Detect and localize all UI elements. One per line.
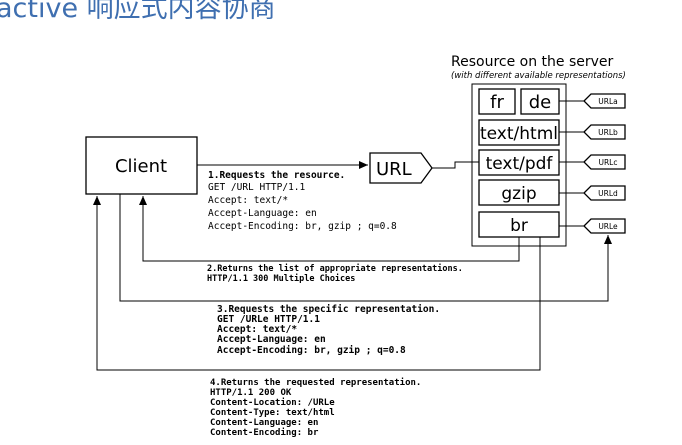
step4-line: HTTP/1.1 200 OK xyxy=(210,388,292,398)
url-to-resource-connector xyxy=(432,161,479,169)
step1-line: 1.Requests the resource. xyxy=(208,170,345,181)
step4-line: Content-Language: en xyxy=(210,418,318,428)
step3-line: GET /URLe HTTP/1.1 xyxy=(217,314,320,325)
representation-text-html-label: text/html xyxy=(480,124,558,144)
step1-line: Accept-Language: en xyxy=(208,208,317,219)
url-tag-b-label: URLb xyxy=(598,128,618,137)
representation-text-pdf: text/pdf xyxy=(478,149,560,176)
representation-text-pdf-label: text/pdf xyxy=(486,154,554,174)
representation-br: br xyxy=(478,211,560,238)
step2-line: 2.Returns the list of appropriate repres… xyxy=(207,263,463,274)
url-tag-c-label: URLc xyxy=(598,158,617,167)
arrow-step2 xyxy=(139,196,520,262)
arrow-step3 xyxy=(119,194,612,302)
url-tag-d-label: URLd xyxy=(598,189,618,198)
step4-line: 4.Returns the requested representation. xyxy=(210,377,421,388)
step1-text: 1.Requests the resource. GET /URL HTTP/1… xyxy=(208,170,397,232)
arrow-step4 xyxy=(93,196,541,371)
representation-gzip: gzip xyxy=(478,179,560,206)
step3-text: 3.Requests the specific representation. … xyxy=(217,304,440,356)
step4-text: 4.Returns the requested representation. … xyxy=(210,377,421,438)
representation-gzip-label: gzip xyxy=(501,184,536,204)
page-heading: active 响应式内容协商 xyxy=(0,0,276,24)
step1-line: GET /URL HTTP/1.1 xyxy=(208,182,306,193)
representation-de-label: de xyxy=(529,92,552,113)
url-tag-d: URLd xyxy=(559,185,626,201)
step3-line: 3.Requests the specific representation. xyxy=(217,304,440,315)
step3-line: Accept-Encoding: br, gzip ; q=0.8 xyxy=(217,345,406,356)
representation-de: de xyxy=(520,88,560,115)
step1-line: Accept-Encoding: br, gzip ; q=0.8 xyxy=(208,221,397,232)
step4-line: Content-Encoding: br xyxy=(210,427,319,438)
step1-line: Accept: text/* xyxy=(208,195,288,206)
step2-line: HTTP/1.1 300 Multiple Choices xyxy=(207,273,355,284)
url-tag-c: URLc xyxy=(559,154,626,170)
step2-text: 2.Returns the list of appropriate repres… xyxy=(207,263,463,284)
url-node: URL xyxy=(369,152,433,184)
step4-line: Content-Location: /URLe xyxy=(210,397,335,408)
client-label: Client xyxy=(115,156,167,177)
step3-line: Accept-Language: en xyxy=(217,334,326,345)
representation-text-html: text/html xyxy=(478,119,560,146)
representation-fr-label: fr xyxy=(490,92,504,113)
step4-line: Content-Type: text/html xyxy=(210,408,335,418)
representation-br-label: br xyxy=(510,216,528,236)
server-subtitle: (with different available representation… xyxy=(451,71,626,81)
representation-fr: fr xyxy=(478,88,516,115)
step3-line: Accept: text/* xyxy=(217,324,297,335)
client-node: Client xyxy=(85,136,198,195)
server-title: Resource on the server xyxy=(451,54,614,70)
url-tag-e: URLe xyxy=(559,218,626,234)
url-tag-b: URLb xyxy=(559,124,626,140)
url-tag-e-label: URLe xyxy=(598,222,618,231)
url-tag-a-label: URLa xyxy=(598,97,617,106)
url-tag-a: URLa xyxy=(559,93,626,109)
url-node-label: URL xyxy=(376,159,412,180)
